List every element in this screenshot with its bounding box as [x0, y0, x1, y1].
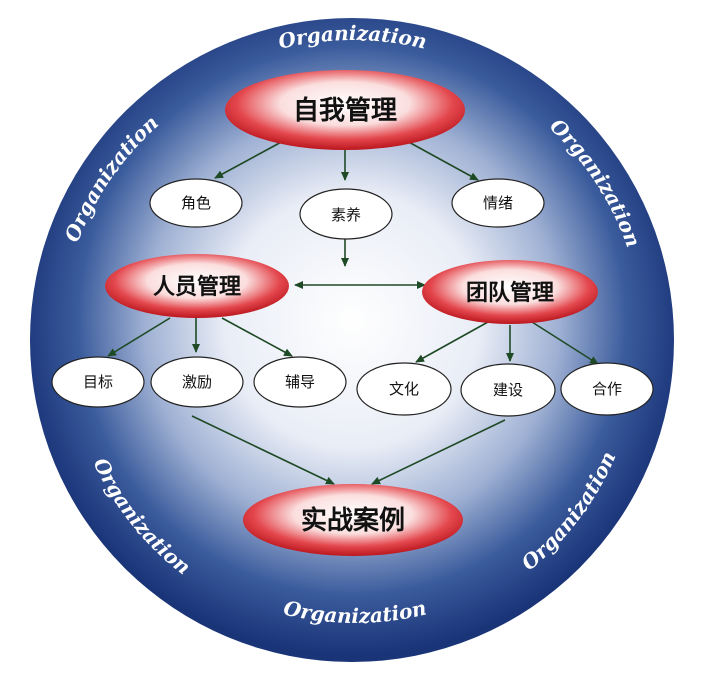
node-goal — [51, 356, 145, 408]
node-team-management-label: 团队管理 — [466, 280, 554, 306]
node-role-label: 角色 — [181, 194, 211, 212]
node-building — [460, 363, 556, 417]
node-motivation-label: 激励 — [182, 373, 212, 391]
node-role — [149, 178, 243, 228]
node-self-management: 自我管理 — [225, 70, 465, 150]
node-motivation — [150, 356, 244, 408]
node-cultivation — [299, 188, 393, 240]
node-emotion — [451, 178, 545, 228]
node-cooperation — [560, 362, 654, 416]
node-cooperation-label: 合作 — [592, 380, 622, 398]
arrow-team-to-cooperation — [531, 321, 599, 365]
node-emotion-label: 情绪 — [483, 194, 513, 212]
arrow-team-to-culture — [415, 321, 489, 363]
node-coaching — [253, 356, 347, 408]
node-people-management-label: 人员管理 — [153, 274, 241, 300]
arrow-left-to-practice — [191, 415, 335, 485]
node-culture-label: 文化 — [389, 380, 419, 398]
node-practice-cases: 实战案例 — [243, 484, 463, 556]
node-culture — [356, 362, 452, 416]
node-team-management: 团队管理 — [422, 260, 598, 324]
arrow-self-to-emotion — [404, 139, 479, 181]
node-practice-cases-label: 实战案例 — [301, 505, 405, 536]
arrow-self-to-role — [214, 139, 286, 179]
node-cultivation-label: 素养 — [331, 206, 361, 224]
arrow-people-to-coaching — [221, 317, 293, 357]
node-building-label: 建设 — [493, 381, 523, 399]
arrow-right-to-practice — [371, 419, 506, 485]
node-self-management-label: 自我管理 — [293, 95, 397, 126]
node-coaching-label: 辅导 — [285, 373, 315, 391]
node-people-management: 人员管理 — [105, 254, 289, 318]
arrow-people-to-goal — [107, 317, 171, 357]
node-goal-label: 目标 — [83, 373, 113, 391]
